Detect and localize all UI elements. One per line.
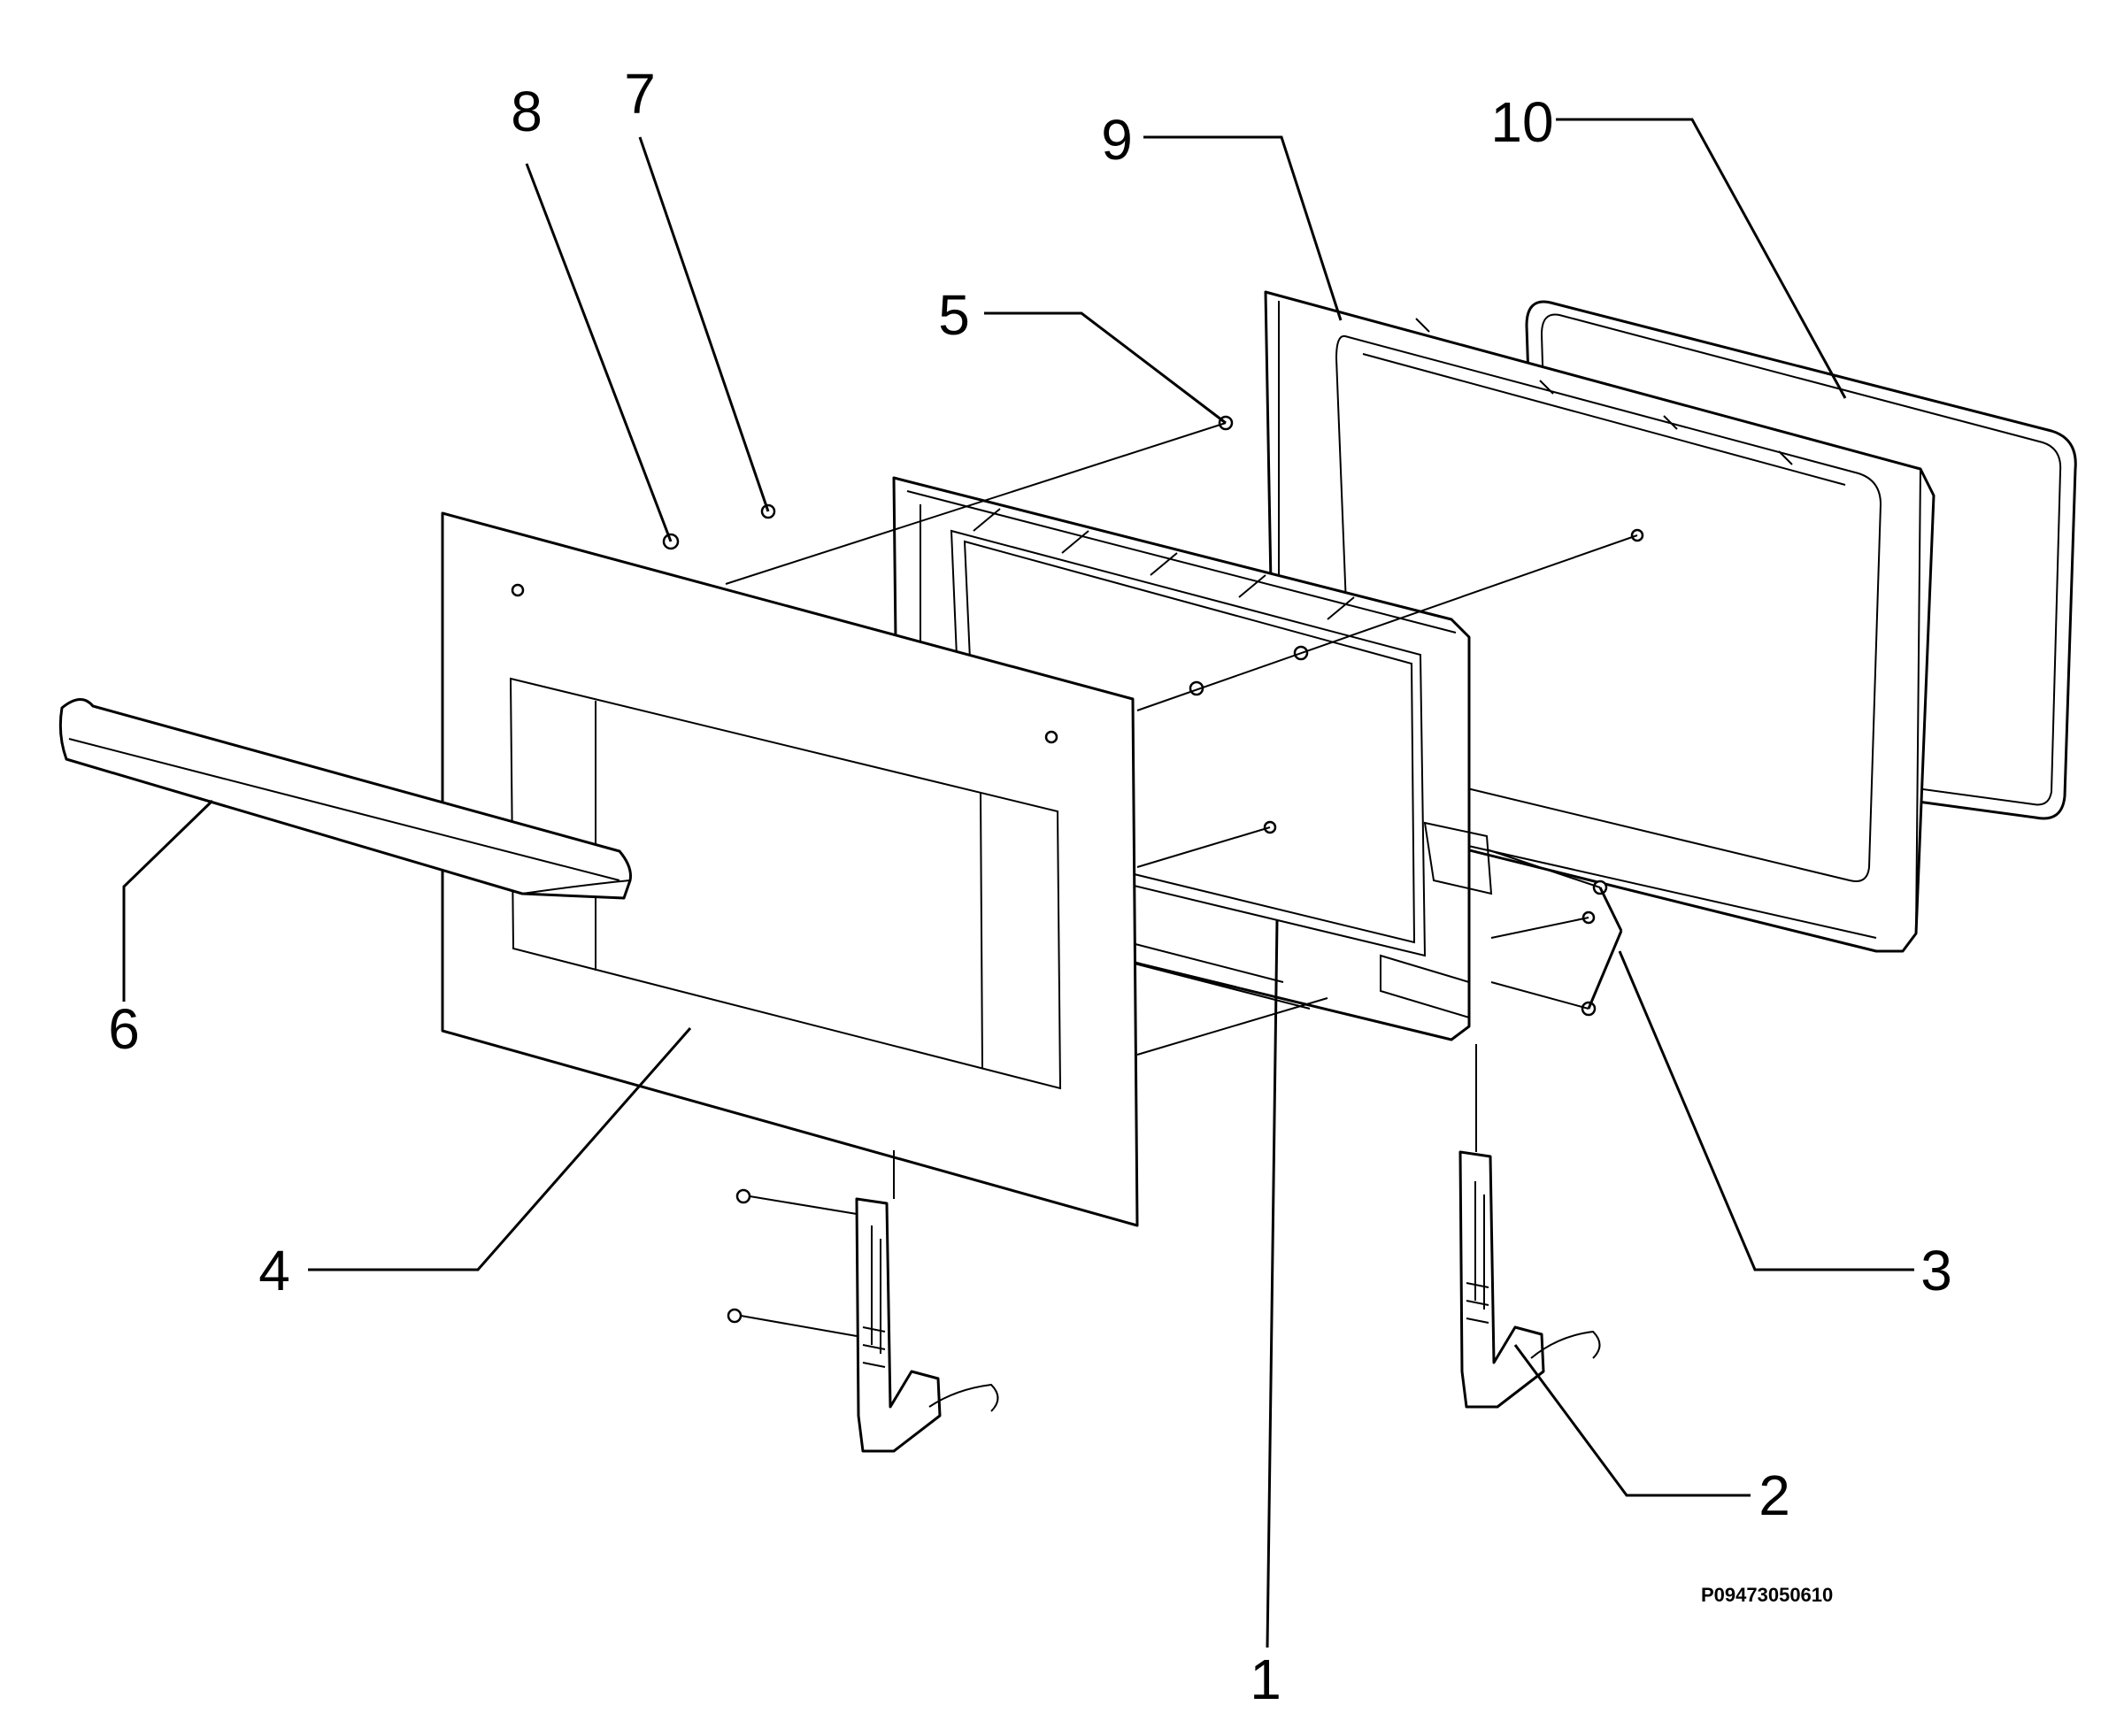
callout-8: 8 bbox=[511, 80, 543, 143]
callout-1: 1 bbox=[1250, 1648, 1281, 1711]
leader-lines bbox=[122, 118, 1914, 1648]
part-6-handle bbox=[58, 698, 632, 900]
part-4-front-panel bbox=[441, 511, 1139, 1227]
callout-10: 10 bbox=[1490, 90, 1553, 154]
callout-5: 5 bbox=[938, 283, 970, 347]
part-2-hinge-right bbox=[1458, 1150, 1601, 1409]
callout-7: 7 bbox=[624, 62, 656, 126]
assembly-lines bbox=[725, 422, 1638, 1337]
callout-9: 9 bbox=[1101, 108, 1133, 172]
part-2-hinge-left bbox=[855, 1197, 999, 1453]
callout-2: 2 bbox=[1758, 1463, 1790, 1527]
drawing-code: P09473050610 bbox=[1701, 1584, 1833, 1606]
callout-labels: 1 2 3 4 5 6 7 8 9 10 bbox=[108, 62, 1952, 1711]
callout-4: 4 bbox=[258, 1239, 290, 1302]
callout-3: 3 bbox=[1920, 1239, 1952, 1302]
callout-6: 6 bbox=[108, 997, 140, 1061]
